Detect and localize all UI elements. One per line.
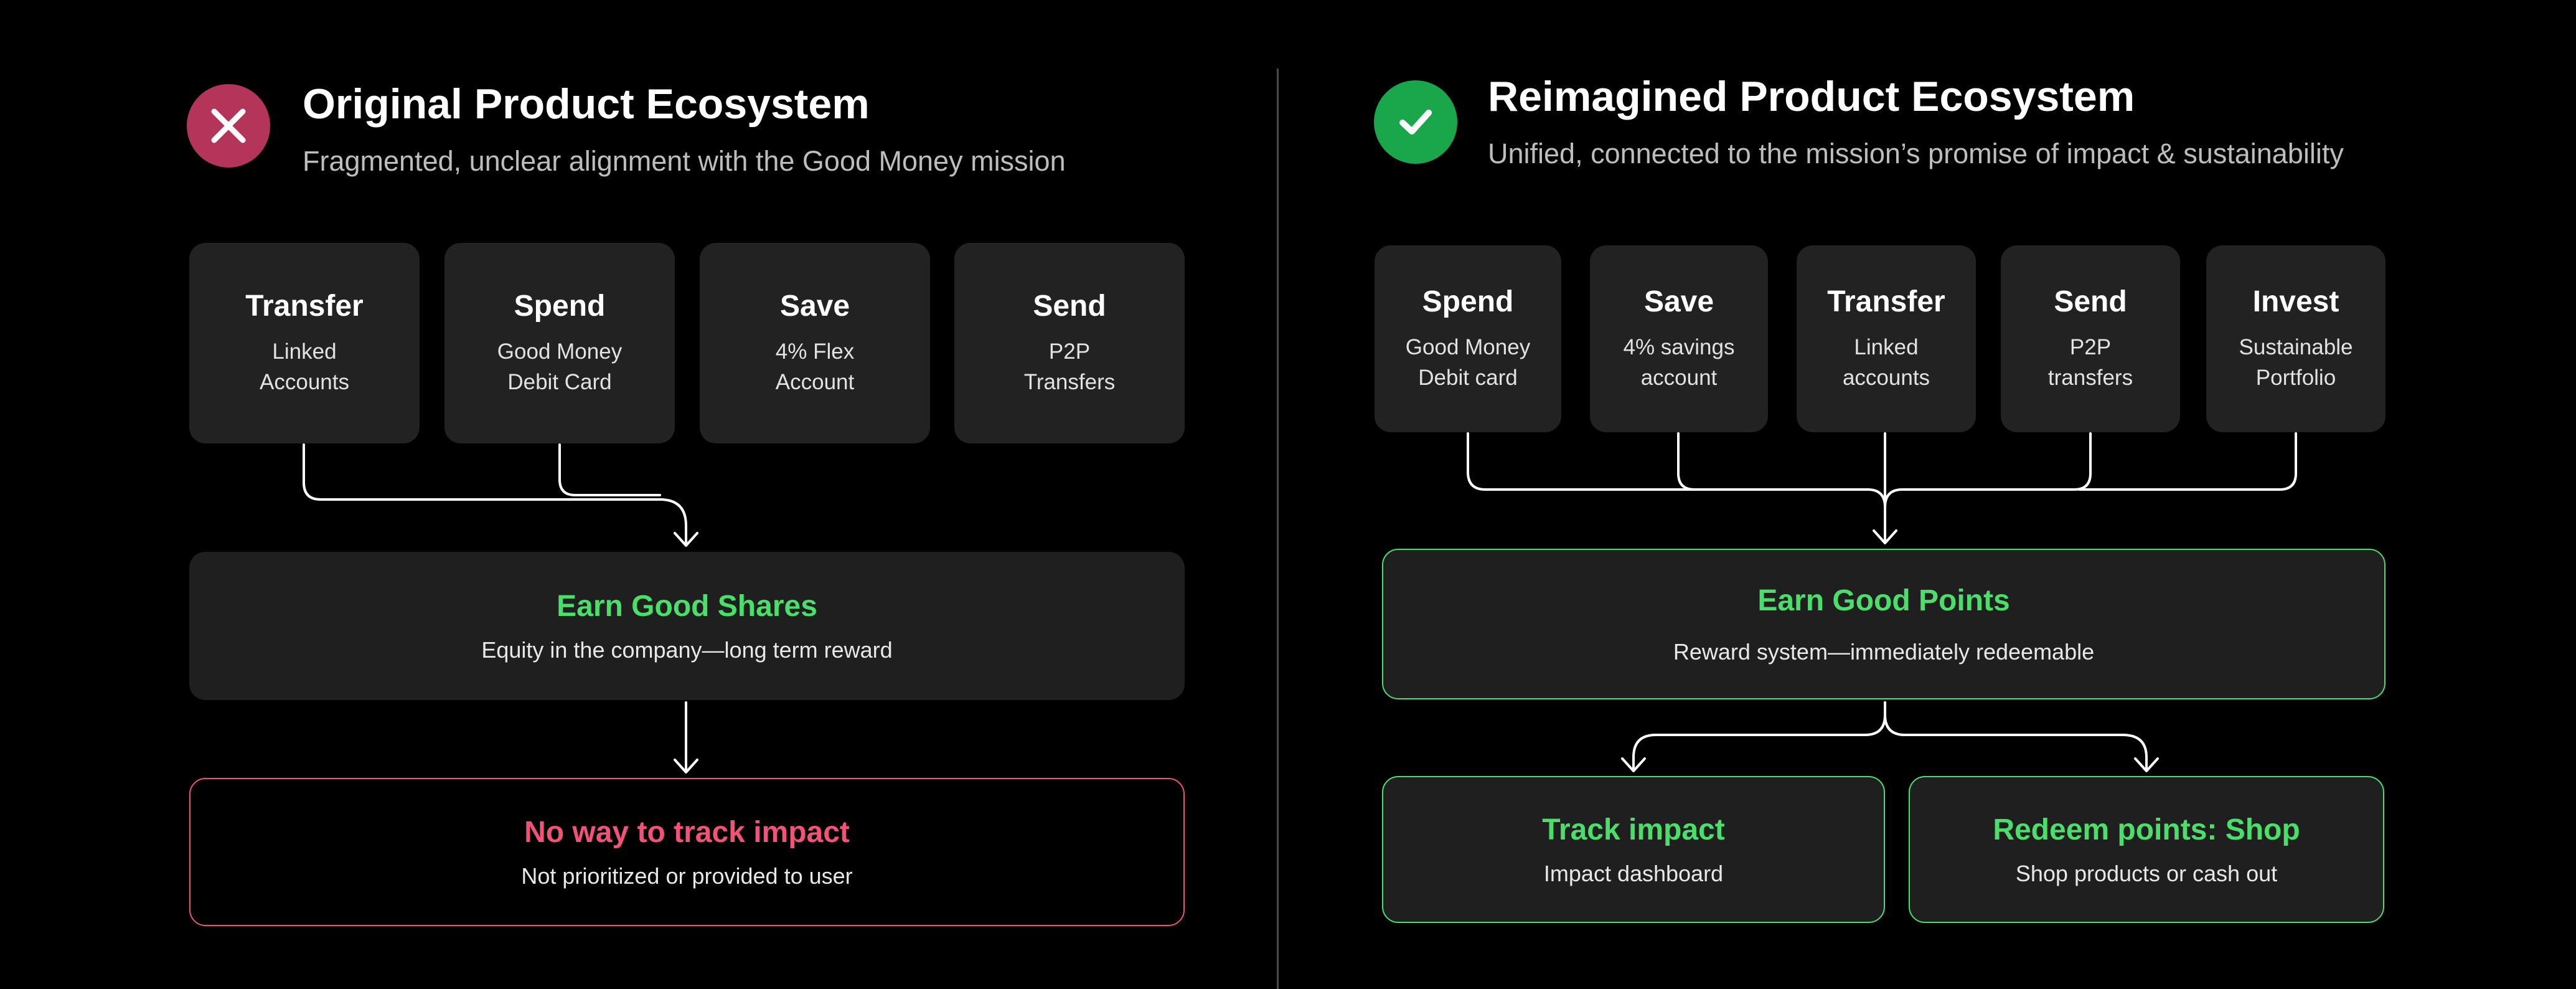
right-title: Reimagined Product Ecosystem: [1488, 73, 2135, 120]
right-track-box: Track impact Impact dashboard: [1382, 776, 1885, 923]
connector-invest-to-earn: [2078, 432, 2297, 491]
card-title: Save: [779, 290, 850, 323]
arrowhead-redeem: [2134, 757, 2159, 772]
card-title: Send: [1033, 290, 1106, 323]
redeem-title: Redeem points: Shop: [1993, 813, 2300, 846]
right-card-invest: Invest Sustainable Portfolio: [2206, 245, 2386, 432]
track-desc: Impact dashboard: [1543, 860, 1724, 886]
earn-desc: Equity in the company—long term reward: [481, 636, 893, 663]
connector-save-to-earn: [1677, 432, 1696, 491]
right-card-spend: Spend Good Money Debit card: [1375, 245, 1561, 432]
left-card-save: Save 4% Flex Account: [700, 243, 930, 443]
check-icon: [1374, 80, 1457, 164]
x-icon: [187, 84, 270, 168]
earn-title: Earn Good Points: [1757, 584, 2010, 617]
earn-desc: Reward system—immediately redeemable: [1673, 638, 2095, 665]
card-title: Transfer: [245, 290, 364, 323]
right-card-save: Save 4% savings account: [1590, 245, 1768, 432]
connector-earn-to-redeem: [1884, 701, 2148, 771]
arrowhead-track: [1621, 757, 1646, 772]
left-card-transfer: Transfer Linked Accounts: [189, 243, 420, 443]
arrowhead-earn: [1873, 529, 1897, 544]
right-card-send: Send P2P transfers: [2001, 245, 2180, 432]
card-title: Send: [2054, 285, 2127, 319]
card-desc: Sustainable Portfolio: [2239, 335, 2353, 390]
card-desc: P2P transfers: [2047, 335, 2133, 390]
connector-transfer-to-earn: [303, 443, 687, 546]
left-track-box: No way to track impact Not prioritized o…: [189, 778, 1185, 926]
right-earn-box: Earn Good Points Reward system—immediate…: [1382, 549, 2386, 699]
redeem-desc: Shop products or cash out: [2015, 860, 2278, 886]
track-desc: Not prioritized or provided to user: [521, 863, 853, 889]
track-title: No way to track impact: [524, 815, 850, 849]
connector-spend-to-earn: [1467, 432, 1886, 543]
earn-title: Earn Good Shares: [557, 589, 817, 623]
card-desc: Good Money Debit Card: [497, 339, 623, 394]
track-title: Track impact: [1542, 813, 1725, 846]
right-redeem-box: Redeem points: Shop Shop products or cas…: [1909, 776, 2384, 923]
card-title: Transfer: [1827, 285, 1945, 319]
right-card-transfer: Transfer Linked accounts: [1797, 245, 1976, 432]
panel-divider: [1277, 69, 1279, 989]
left-earn-box: Earn Good Shares Equity in the company—l…: [189, 552, 1185, 700]
connector-spend-to-earn: [558, 443, 661, 496]
left-card-send: Send P2P Transfers: [954, 243, 1185, 443]
card-title: Spend: [514, 290, 606, 323]
arrowhead-earn: [674, 532, 698, 547]
connector-earn-to-track: [1632, 701, 1886, 771]
right-subtitle: Unified, connected to the mission’s prom…: [1488, 138, 2344, 169]
card-desc: Linked accounts: [1842, 335, 1930, 390]
card-desc: Linked Accounts: [260, 339, 349, 394]
card-title: Spend: [1422, 285, 1514, 319]
left-card-spend: Spend Good Money Debit Card: [444, 243, 675, 443]
arrowhead-track: [674, 759, 698, 774]
card-desc: Good Money Debit card: [1405, 335, 1531, 390]
card-desc: 4% Flex Account: [775, 339, 855, 394]
card-desc: 4% savings account: [1623, 335, 1735, 390]
left-title: Original Product Ecosystem: [303, 80, 870, 128]
card-title: Save: [1643, 285, 1714, 319]
connector-send-to-earn: [1884, 432, 2092, 508]
card-desc: P2P Transfers: [1023, 339, 1116, 394]
left-subtitle: Fragmented, unclear alignment with the G…: [303, 145, 1066, 177]
card-title: Invest: [2252, 285, 2339, 319]
